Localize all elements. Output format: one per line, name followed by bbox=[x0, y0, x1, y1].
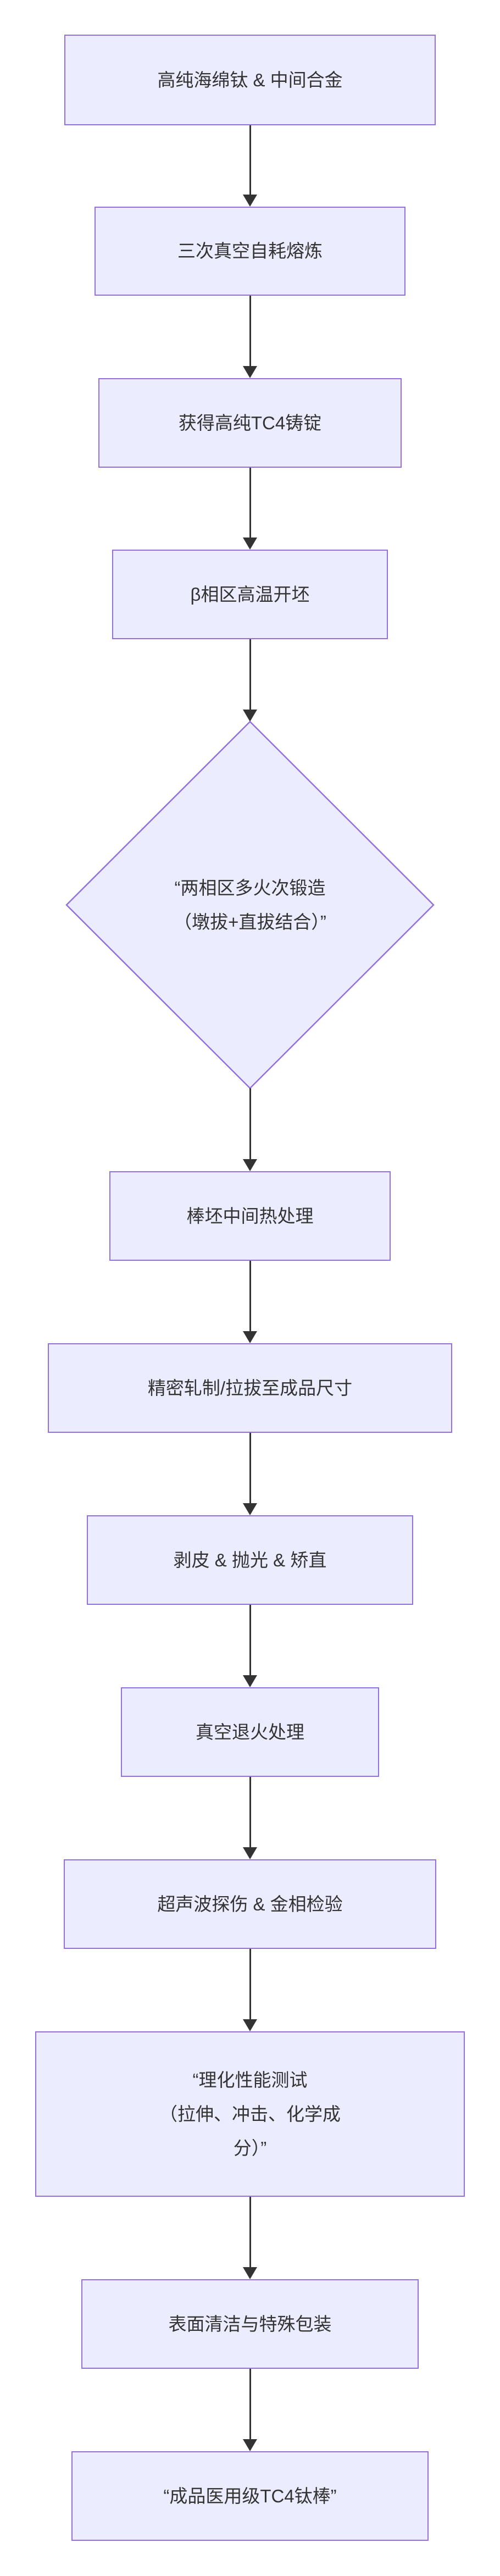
node-label-line: 分）” bbox=[233, 2137, 267, 2158]
edge-arrow-k-l bbox=[242, 2197, 258, 2279]
arrow-head-icon bbox=[243, 1331, 257, 1343]
arrow-shaft bbox=[249, 1949, 251, 2021]
edge-arrow-b-c bbox=[242, 296, 258, 378]
arrow-head-icon bbox=[243, 538, 257, 550]
node-label: “成品医用级TC4钛棒” bbox=[163, 2485, 337, 2506]
diamond-label: “两相区多火次锻造 （墩拔+直拔结合）” bbox=[65, 721, 435, 1089]
arrow-shaft bbox=[249, 1777, 251, 1849]
arrow-shaft bbox=[249, 2197, 251, 2269]
edge-arrow-f-g bbox=[242, 1261, 258, 1343]
edge-arrow-g-h bbox=[242, 1433, 258, 1515]
node-finished-medical-tc4-bar: “成品医用级TC4钛棒” bbox=[71, 2451, 429, 2541]
arrow-head-icon bbox=[243, 1847, 257, 1859]
node-physicochemical-testing: “理化性能测试 （拉伸、冲击、化学成 分）” bbox=[35, 2031, 465, 2197]
edge-arrow-h-i bbox=[242, 1605, 258, 1687]
edge-arrow-e-f bbox=[242, 1088, 258, 1171]
node-vacuum-melting: 三次真空自耗熔炼 bbox=[95, 207, 405, 296]
node-tc4-ingot: 获得高纯TC4铸锭 bbox=[98, 378, 402, 468]
edge-arrow-d-e bbox=[242, 639, 258, 722]
edge-arrow-j-k bbox=[242, 1949, 258, 2031]
node-label-line: （拉伸、冲击、化学成 bbox=[159, 2103, 341, 2124]
arrow-head-icon bbox=[243, 2019, 257, 2031]
diamond-label-line: “两相区多火次锻造 bbox=[174, 877, 326, 898]
node-beta-cogging: β相区高温开坯 bbox=[112, 550, 388, 639]
node-label: 获得高纯TC4铸锭 bbox=[178, 412, 322, 433]
arrow-shaft bbox=[249, 1088, 251, 1161]
arrow-head-icon bbox=[243, 1675, 257, 1687]
edge-arrow-l-m bbox=[242, 2369, 258, 2451]
arrow-shaft bbox=[249, 296, 251, 368]
arrow-head-icon bbox=[243, 2267, 257, 2279]
node-label: 超声波探伤 & 金相检验 bbox=[157, 1893, 343, 1914]
arrow-shaft bbox=[249, 125, 251, 197]
arrow-head-icon bbox=[243, 1503, 257, 1515]
node-label: 高纯海绵钛 & 中间合金 bbox=[157, 69, 343, 90]
edge-arrow-c-d bbox=[242, 468, 258, 550]
arrow-shaft bbox=[249, 639, 251, 712]
arrow-shaft bbox=[249, 1261, 251, 1333]
diamond-label-line: （墩拔+直拔结合）” bbox=[174, 911, 326, 932]
node-label-line: “理化性能测试 bbox=[192, 2069, 308, 2090]
node-cleaning-packaging: 表面清洁与特殊包装 bbox=[81, 2279, 419, 2369]
node-label: 三次真空自耗熔炼 bbox=[177, 241, 323, 261]
arrow-shaft bbox=[249, 468, 251, 540]
edge-arrow-a-b bbox=[242, 125, 258, 207]
node-precision-rolling-drawing: 精密轧制/拉拔至成品尺寸 bbox=[48, 1343, 452, 1433]
node-sponge-titanium: 高纯海绵钛 & 中间合金 bbox=[64, 35, 436, 125]
node-label: 棒坯中间热处理 bbox=[186, 1205, 314, 1226]
decision-multi-heat-forging: “两相区多火次锻造 （墩拔+直拔结合）” bbox=[65, 721, 435, 1089]
node-label: 表面清洁与特殊包装 bbox=[168, 2313, 332, 2334]
node-label: 真空退火处理 bbox=[196, 1721, 304, 1742]
node-intermediate-heat-treatment: 棒坯中间热处理 bbox=[109, 1171, 391, 1261]
node-vacuum-annealing: 真空退火处理 bbox=[121, 1687, 379, 1777]
arrow-head-icon bbox=[243, 366, 257, 378]
node-label: β相区高温开坯 bbox=[190, 584, 310, 605]
node-label: 剥皮 & 抛光 & 矫直 bbox=[173, 1549, 327, 1570]
arrow-head-icon bbox=[243, 195, 257, 207]
arrow-head-icon bbox=[243, 2439, 257, 2451]
arrow-shaft bbox=[249, 2369, 251, 2441]
node-label: 精密轧制/拉拔至成品尺寸 bbox=[147, 1377, 353, 1398]
edge-arrow-i-j bbox=[242, 1777, 258, 1859]
arrow-head-icon bbox=[243, 1159, 257, 1171]
arrow-shaft bbox=[249, 1605, 251, 1677]
arrow-shaft bbox=[249, 1433, 251, 1505]
node-peeling-polishing-straightening: 剥皮 & 抛光 & 矫直 bbox=[87, 1515, 413, 1605]
arrow-head-icon bbox=[243, 710, 257, 722]
node-ultrasonic-metallographic-inspection: 超声波探伤 & 金相检验 bbox=[64, 1859, 436, 1949]
